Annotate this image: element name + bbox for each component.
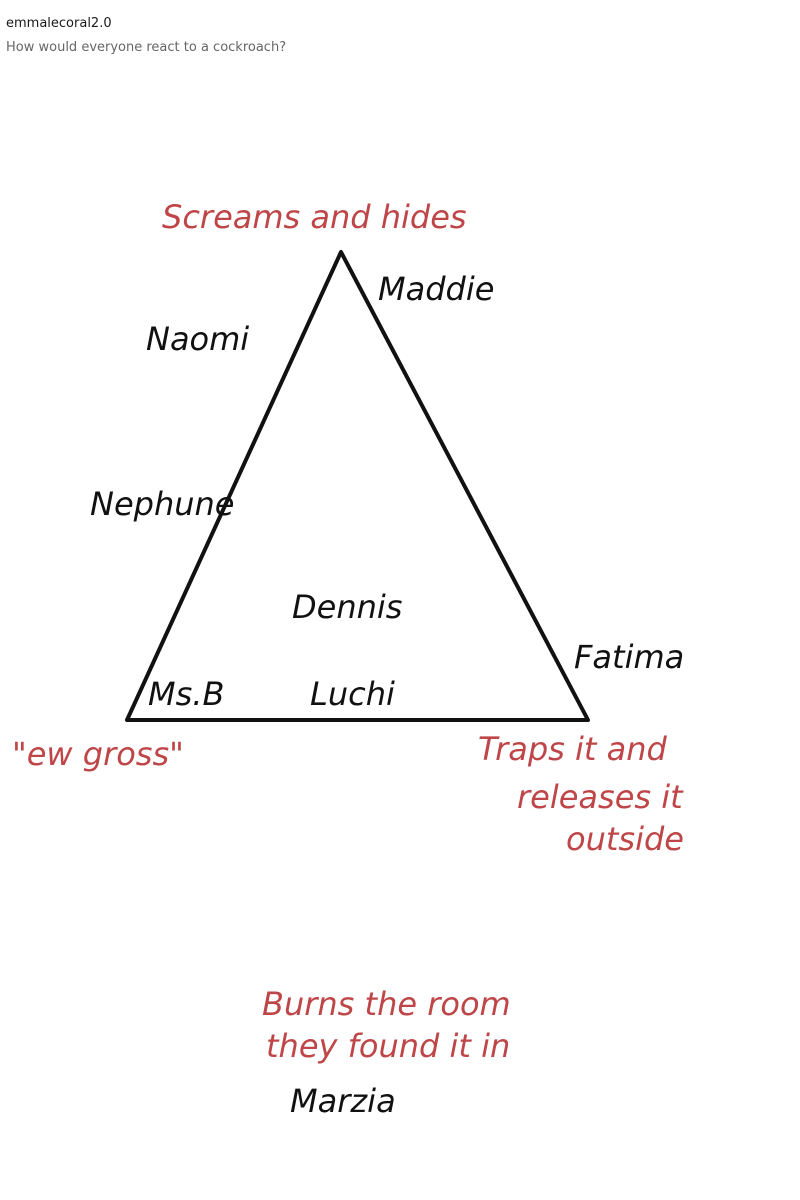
label-bottom-left-corner: "ew gross": [12, 735, 184, 773]
label-top-corner: Screams and hides: [162, 198, 467, 236]
label-outside-line2: they found it in: [266, 1027, 510, 1065]
label-outside-line1: Burns the room: [262, 985, 511, 1023]
post-username[interactable]: emmalecoral2.0: [6, 16, 112, 31]
triangle: [125, 250, 590, 722]
name-maddie: Maddie: [378, 270, 494, 308]
name-neptune: Nephune: [90, 485, 234, 523]
name-fatima: Fatima: [574, 638, 684, 676]
post-question: How would everyone react to a cockroach?: [6, 40, 287, 55]
label-bottom-right-line2: releases it: [517, 778, 684, 816]
name-dennis: Dennis: [292, 588, 402, 626]
name-marzia: Marzia: [290, 1082, 396, 1120]
label-bottom-right-line1: Traps it and: [478, 730, 667, 768]
name-luchi: Luchi: [310, 675, 395, 713]
label-bottom-right-line3: outside: [566, 820, 684, 858]
name-msb: Ms.B: [148, 675, 224, 713]
name-naomi: Naomi: [146, 320, 249, 358]
